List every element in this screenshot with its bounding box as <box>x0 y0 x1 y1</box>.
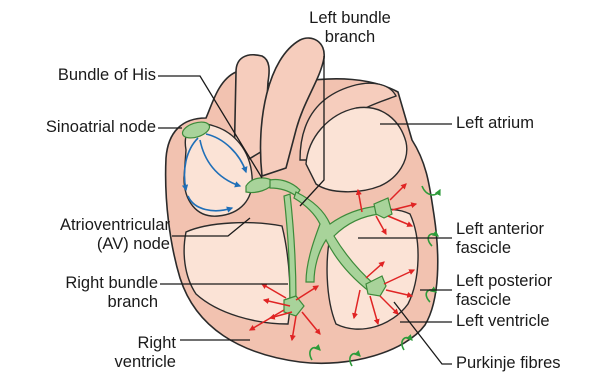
label-right-bundle-branch: Right bundle branch <box>4 274 158 312</box>
label-left-anterior-fascicle: Left anterior fascicle <box>456 220 544 258</box>
label-left-posterior-fascicle: Left posterior fascicle <box>456 272 552 310</box>
label-av-node: Atrioventricular (AV) node <box>4 216 170 254</box>
label-sinoatrial-node: Sinoatrial node <box>4 118 156 137</box>
label-left-bundle-branch: Left bundle branch <box>298 9 402 47</box>
label-left-ventricle: Left ventricle <box>456 312 550 331</box>
label-left-atrium: Left atrium <box>456 114 534 133</box>
label-right-ventricle: Right ventricle <box>4 334 176 372</box>
label-purkinje-fibres: Purkinje fibres <box>456 354 561 373</box>
label-bundle-of-his: Bundle of His <box>4 66 156 85</box>
